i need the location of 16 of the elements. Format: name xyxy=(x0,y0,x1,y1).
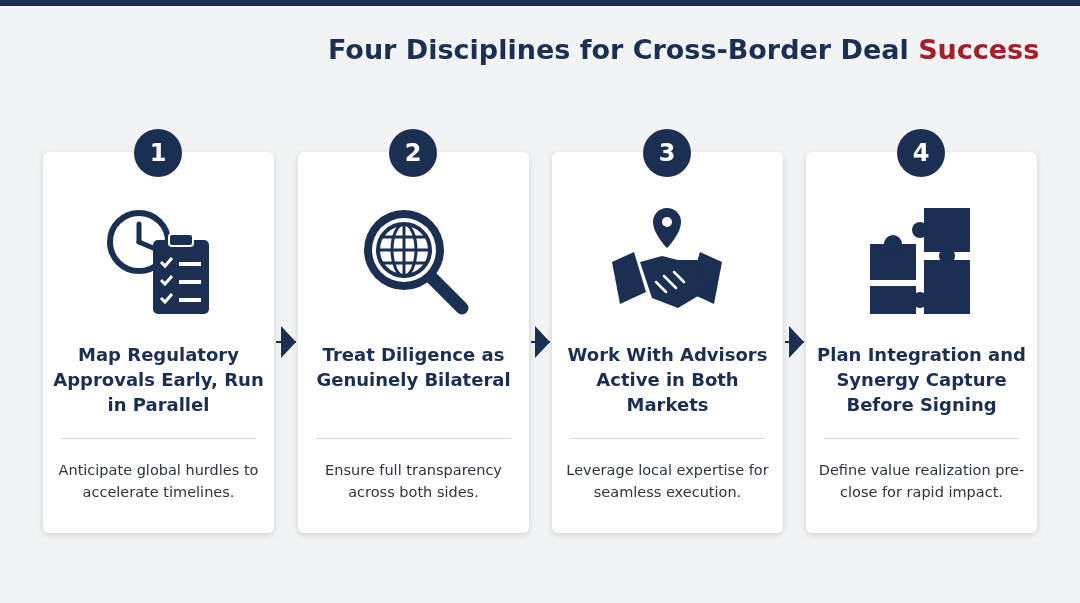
arrow xyxy=(530,326,551,358)
title: Four Disciplines for Cross-Border Deal Success xyxy=(328,34,1040,65)
number-badge: 1 xyxy=(134,129,182,177)
arrow xyxy=(275,326,297,358)
number-badge: 3 xyxy=(643,129,691,177)
number-badge: 4 xyxy=(897,129,945,177)
card-description: Ensure full transparency across both sides. xyxy=(324,461,503,502)
arrow xyxy=(784,326,805,358)
card-title: Map Regulatory Approvals Early, Run in Parallel xyxy=(53,343,264,417)
card-description: Leverage local expertise for seamless execution. xyxy=(565,461,770,502)
card-title: Work With Advisors Active in Both Markets xyxy=(566,343,769,417)
card-title: Plan Integration and Synergy Capture Before Signing xyxy=(816,343,1027,417)
card-description: Anticipate global hurdles to accelerate timelines. xyxy=(57,461,260,502)
card-description: Define value realization pre-close for rapid impact. xyxy=(817,461,1026,502)
card-title: Treat Diligence as Genuinely Bilateral xyxy=(315,343,512,392)
number-badge: 2 xyxy=(389,129,437,177)
